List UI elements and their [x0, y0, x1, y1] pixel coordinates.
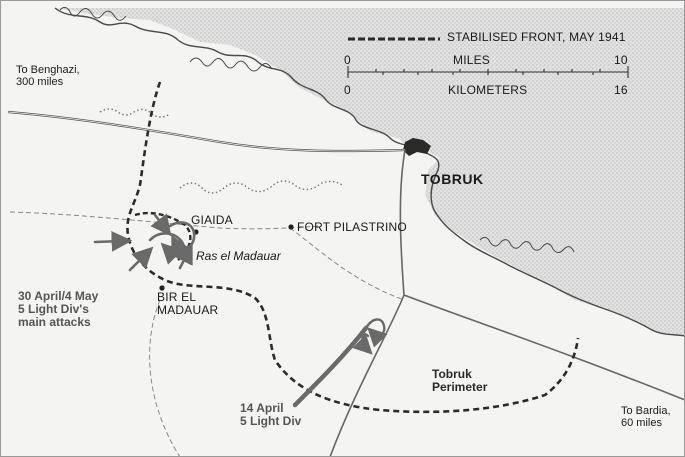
attack-annotation: 30 April/4 May 5 Light Div's main attack… — [18, 289, 99, 330]
giaida-label: GIAIDA — [191, 213, 233, 227]
tobruk-label: TOBRUK — [421, 171, 484, 187]
tobruk-town — [403, 138, 431, 156]
bir-el-madauar-dot — [159, 285, 165, 291]
perimeter-line2: Perimeter — [432, 380, 488, 395]
escarpment-lower — [179, 180, 345, 194]
coast-road-inner — [7, 111, 406, 152]
coastline — [54, 7, 685, 337]
coast-road — [7, 110, 406, 153]
bardia-label: To Bardia, 60 miles — [621, 405, 671, 429]
coast-wiggle-east — [479, 236, 575, 253]
april-annotation: 14 April 5 Light Div — [240, 401, 302, 429]
attack-line2: 5 Light Div's — [18, 302, 89, 317]
april-attack-arrow — [292, 318, 388, 408]
track-pilastrino — [289, 227, 405, 301]
benghazi-label: To Benghazi, 300 miles — [16, 64, 80, 88]
ras-el-madauar-label: Ras el Madauar — [196, 249, 281, 263]
track-south — [149, 299, 181, 457]
legend-miles-end: 10 — [614, 53, 628, 67]
stabilised-front-line — [126, 81, 580, 414]
april-line2: 5 Light Div — [240, 414, 302, 429]
benghazi-line2: 300 miles — [16, 76, 64, 89]
april-line1: 14 April — [240, 401, 284, 415]
track-west — [9, 211, 321, 230]
attack-line3: main attacks — [18, 315, 91, 330]
front-bulge — [134, 211, 192, 261]
fort-pilastrino-dot — [288, 224, 294, 230]
legend-miles-start: 0 — [344, 53, 351, 67]
legend-front-label: STABILISED FRONT, MAY 1941 — [447, 30, 626, 44]
bardia-line2: 60 miles — [621, 417, 662, 430]
escarpment-upper — [99, 108, 171, 118]
legend-miles-label: MILES — [453, 53, 491, 67]
perimeter-annotation: Tobruk Perimeter — [432, 367, 488, 395]
attack-arrows — [93, 213, 196, 272]
bardia-line1: To Bardia, — [621, 405, 671, 417]
coast-wiggle-west — [59, 6, 127, 21]
attack-line1: 30 April/4 May — [18, 289, 99, 303]
benghazi-line1: To Benghazi, — [16, 64, 80, 76]
legend-km-label: KILOMETERS — [448, 83, 528, 97]
perimeter-line1: Tobruk — [432, 367, 472, 381]
bir-el-madauar-line1: BIR EL — [157, 290, 197, 304]
bir-el-madauar-label: BIR EL MADAUAR — [157, 290, 219, 318]
legend-km-start: 0 — [344, 83, 351, 97]
scale-bars — [347, 66, 629, 78]
bir-el-madauar-line2: MADAUAR — [157, 303, 219, 318]
coast-wiggle-mid — [189, 57, 273, 72]
legend-km-end: 16 — [614, 83, 628, 97]
road-bardia — [403, 294, 685, 401]
fort-pilastrino-label: FORT PILASTRINO — [297, 220, 407, 234]
sea-area — [55, 8, 685, 335]
road-south — [329, 149, 406, 457]
